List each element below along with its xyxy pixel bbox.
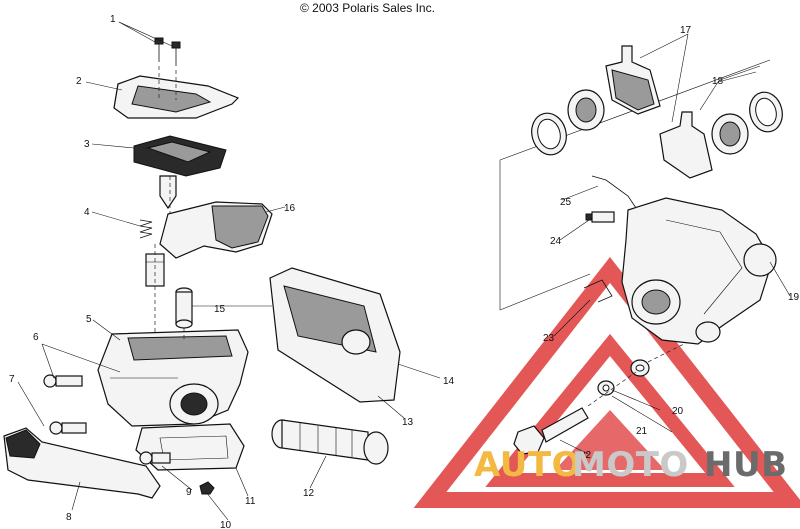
bolt-part-7 — [49, 421, 87, 435]
nut-part-10 — [199, 481, 215, 495]
callout-19: 19 — [788, 292, 800, 303]
watermark-moto: MOTO — [572, 445, 689, 485]
callout-8: 8 — [66, 512, 72, 523]
bleeder-part-24 — [585, 211, 615, 223]
callout-23: 23 — [543, 333, 555, 344]
lever-arm-part-16 — [159, 201, 273, 259]
callout-18: 18 — [712, 76, 724, 87]
callout-1: 1 — [110, 14, 116, 25]
piston-left — [567, 89, 605, 131]
callout-21: 21 — [636, 426, 648, 437]
watermark-logo-text: AUTO MOTO HUB — [474, 445, 787, 485]
callout-9: 9 — [186, 487, 192, 498]
seal-ring-right — [749, 91, 783, 133]
callout-15: 15 — [214, 304, 226, 315]
callout-4: 4 — [84, 207, 90, 218]
callout-7: 7 — [9, 374, 15, 385]
callout-25: 25 — [560, 197, 572, 208]
pin-part-25 — [591, 175, 641, 215]
callout-14: 14 — [443, 376, 455, 387]
watermark-logo-triangle — [413, 257, 800, 508]
alignment-lines-left — [154, 66, 185, 340]
screws-part-1 — [154, 37, 181, 66]
spring-part-4 — [139, 219, 153, 239]
callout-22: 22 — [580, 450, 592, 461]
diaphragm-part-3 — [133, 135, 227, 177]
callout-6: 6 — [33, 332, 39, 343]
brake-pad-part-18 — [659, 111, 713, 179]
callout-17: 17 — [680, 25, 692, 36]
alignment-lines-right — [587, 343, 685, 407]
callout-12: 12 — [303, 488, 315, 499]
callout-20: 20 — [672, 406, 684, 417]
callout-labels: 1 2 3 4 5 6 7 8 9 10 11 12 13 14 15 16 1… — [9, 14, 800, 529]
callout-24: 24 — [550, 236, 562, 247]
leader-lines — [17, 21, 791, 521]
brake-lever-part-8 — [3, 427, 161, 499]
reservoir-cover-part-2 — [113, 75, 240, 119]
callout-5: 5 — [86, 314, 92, 325]
pivot-bolt-part-9 — [139, 451, 171, 465]
master-cylinder-body-part-5 — [97, 329, 249, 427]
bushing-part-15 — [175, 287, 193, 329]
seal-ring-left — [531, 112, 567, 156]
callout-10: 10 — [220, 520, 232, 529]
caliper-body-part-19 — [621, 197, 777, 345]
callout-3: 3 — [84, 139, 90, 150]
piston-right — [711, 113, 749, 155]
spring-clip-part-23 — [583, 279, 613, 303]
callout-11: 11 — [245, 496, 256, 507]
bolt-part-6 — [43, 374, 83, 388]
copyright-notice: © 2003 Polaris Sales Inc. — [300, 1, 435, 15]
check-valve — [159, 175, 177, 210]
watermark-hub: HUB — [704, 445, 787, 485]
callout-16: 16 — [284, 203, 296, 214]
callout-2: 2 — [76, 76, 82, 87]
brake-pad-part-17 — [605, 45, 661, 115]
sleeve-part-12 — [271, 419, 389, 465]
bolt-part-22 — [513, 407, 589, 455]
watermark-auto: AUTO — [474, 445, 581, 485]
callout-13: 13 — [402, 417, 414, 428]
side-cover-part-13 — [269, 267, 401, 403]
